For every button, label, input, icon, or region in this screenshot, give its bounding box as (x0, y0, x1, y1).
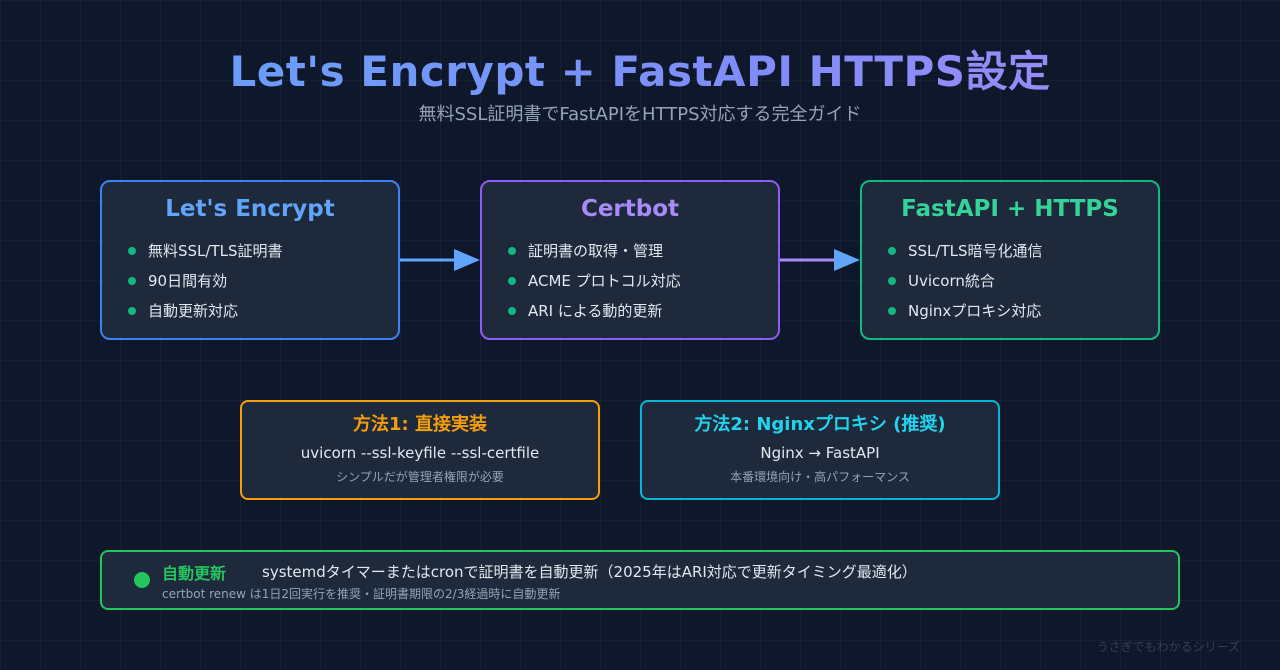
list-item: ACME プロトコル対応 (506, 266, 754, 296)
list-item-label: Nginxプロキシ対応 (908, 302, 1042, 320)
bullet-dot-icon (508, 247, 516, 255)
feature-list: 無料SSL/TLS証明書 90日間有効 自動更新対応 (126, 236, 374, 326)
list-item-label: ARI による動的更新 (528, 302, 663, 320)
list-item: 証明書の取得・管理 (506, 236, 754, 266)
arrow-head-1-icon (454, 249, 480, 271)
list-item-label: Uvicorn統合 (908, 272, 995, 290)
list-item: 90日間有効 (126, 266, 374, 296)
method-direct-card: 方法1: 直接実装 uvicorn --ssl-keyfile --ssl-ce… (240, 400, 600, 500)
card-title: FastAPI + HTTPS (901, 196, 1119, 222)
list-item: Uvicorn統合 (886, 266, 1134, 296)
auto-renew-banner: 自動更新 systemdタイマーまたはcronで証明書を自動更新（2025年はA… (100, 550, 1180, 610)
method-title: 方法2: Nginxプロキシ (推奨) (694, 414, 946, 435)
card-letsencrypt: Let's Encrypt 無料SSL/TLS証明書 90日間有効 自動更新対応 (100, 180, 400, 340)
bullet-dot-icon (508, 307, 516, 315)
feature-list: 証明書の取得・管理 ACME プロトコル対応 ARI による動的更新 (506, 236, 754, 326)
list-item-label: 証明書の取得・管理 (528, 242, 664, 260)
series-footer: うさぎでもわかるシリーズ (1096, 640, 1240, 654)
list-item-label: ACME プロトコル対応 (528, 272, 681, 290)
status-dot-icon (134, 572, 150, 588)
card-certbot: Certbot 証明書の取得・管理 ACME プロトコル対応 ARI による動的… (480, 180, 780, 340)
auto-renew-description: systemdタイマーまたはcronで証明書を自動更新（2025年はARI対応で… (262, 563, 917, 581)
method-note: シンプルだが管理者権限が必要 (336, 470, 504, 484)
list-item: Nginxプロキシ対応 (886, 296, 1134, 326)
list-item: 無料SSL/TLS証明書 (126, 236, 374, 266)
method-title: 方法1: 直接実装 (353, 414, 487, 435)
method-note: 本番環境向け・高パフォーマンス (730, 470, 910, 484)
method-command: Nginx → FastAPI (760, 444, 880, 462)
card-title: Certbot (580, 196, 680, 222)
bullet-dot-icon (888, 247, 896, 255)
bullet-dot-icon (128, 247, 136, 255)
auto-renew-detail: certbot renew は1日2回実行を推奨・証明書期限の2/3経過時に自動… (162, 587, 561, 601)
bullet-dot-icon (508, 277, 516, 285)
list-item-label: SSL/TLS暗号化通信 (908, 242, 1043, 260)
arrow-head-2-icon (834, 249, 860, 271)
list-item-label: 自動更新対応 (148, 302, 239, 320)
auto-renew-label: 自動更新 (162, 564, 227, 583)
page-subtitle: 無料SSL証明書でFastAPIをHTTPS対応する完全ガイド (418, 104, 862, 125)
list-item: SSL/TLS暗号化通信 (886, 236, 1134, 266)
card-fastapi-https: FastAPI + HTTPS SSL/TLS暗号化通信 Uvicorn統合 N… (860, 180, 1160, 340)
feature-list: SSL/TLS暗号化通信 Uvicorn統合 Nginxプロキシ対応 (886, 236, 1134, 326)
method-command: uvicorn --ssl-keyfile --ssl-certfile (300, 444, 540, 462)
bullet-dot-icon (888, 307, 896, 315)
bullet-dot-icon (888, 277, 896, 285)
bullet-dot-icon (128, 277, 136, 285)
list-item: ARI による動的更新 (506, 296, 754, 326)
method-nginx-card: 方法2: Nginxプロキシ (推奨) Nginx → FastAPI 本番環境… (640, 400, 1000, 500)
page-title: Let's Encrypt + FastAPI HTTPS設定 (0, 38, 1280, 99)
list-item: 自動更新対応 (126, 296, 374, 326)
list-item-label: 無料SSL/TLS証明書 (148, 242, 283, 260)
list-item-label: 90日間有効 (148, 272, 228, 290)
bullet-dot-icon (128, 307, 136, 315)
card-title: Let's Encrypt (165, 196, 335, 222)
